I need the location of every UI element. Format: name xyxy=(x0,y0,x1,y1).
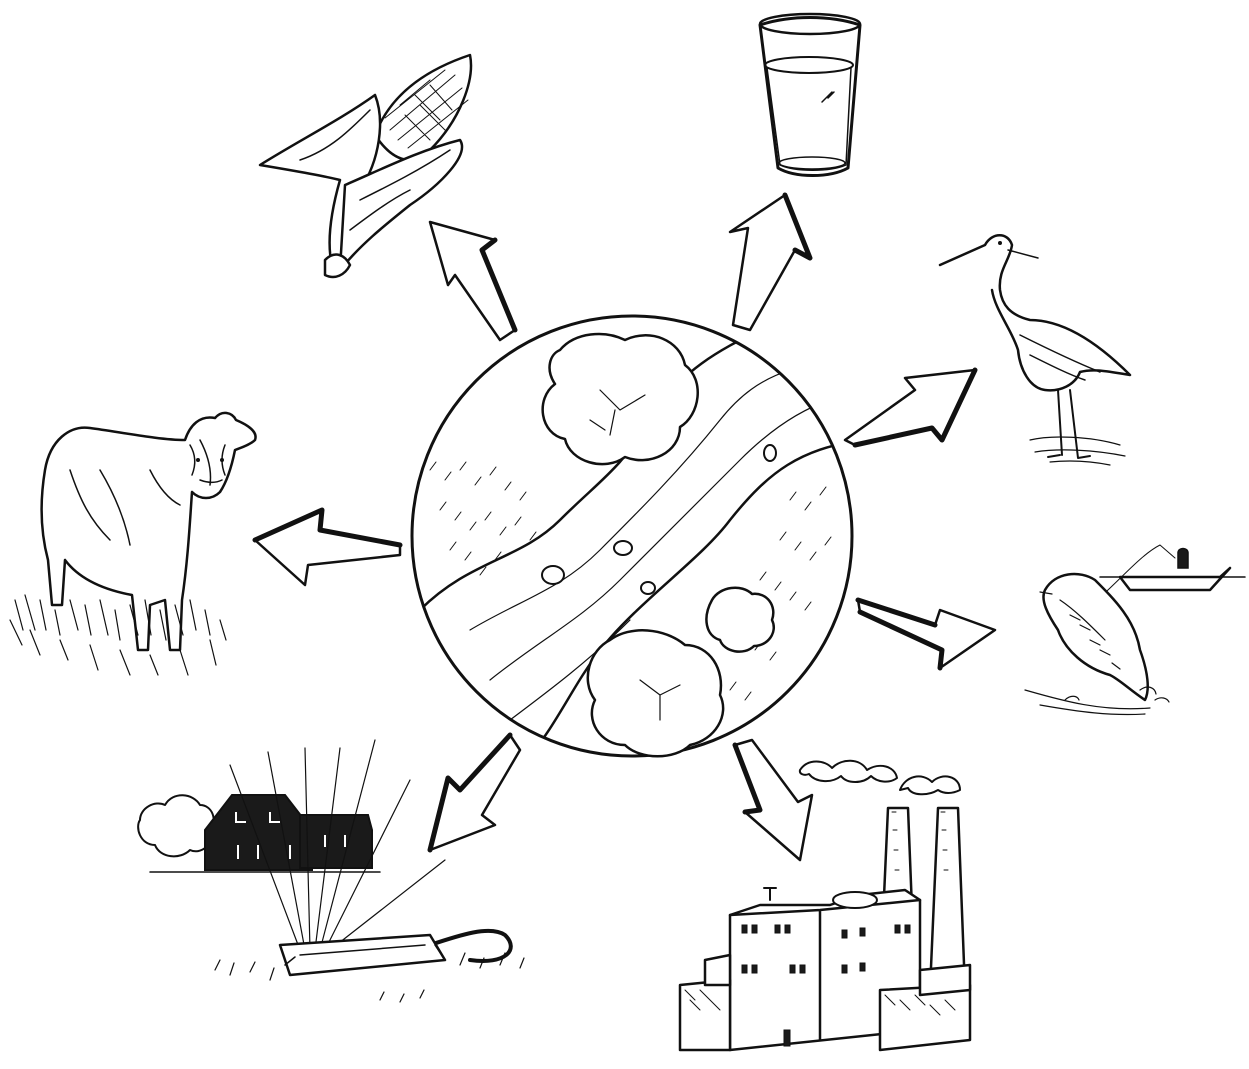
river-stream-icon xyxy=(412,316,860,770)
arrow-to-fish xyxy=(858,600,995,668)
arrow-to-factory xyxy=(735,740,812,860)
arrow-to-sprinkler xyxy=(430,735,520,850)
heron-icon xyxy=(940,235,1130,465)
arrow-to-cow xyxy=(255,510,400,585)
cow-icon xyxy=(10,413,256,675)
arrow-to-heron xyxy=(845,370,975,445)
fish-and-canoe-icon xyxy=(1025,545,1245,715)
tree-top xyxy=(543,334,698,464)
water-glass-icon xyxy=(760,14,860,176)
factory-icon xyxy=(680,761,970,1050)
sprinkler-house-icon xyxy=(138,740,524,1002)
arrow-to-glass xyxy=(730,195,810,330)
arrow-to-corn xyxy=(430,222,515,340)
